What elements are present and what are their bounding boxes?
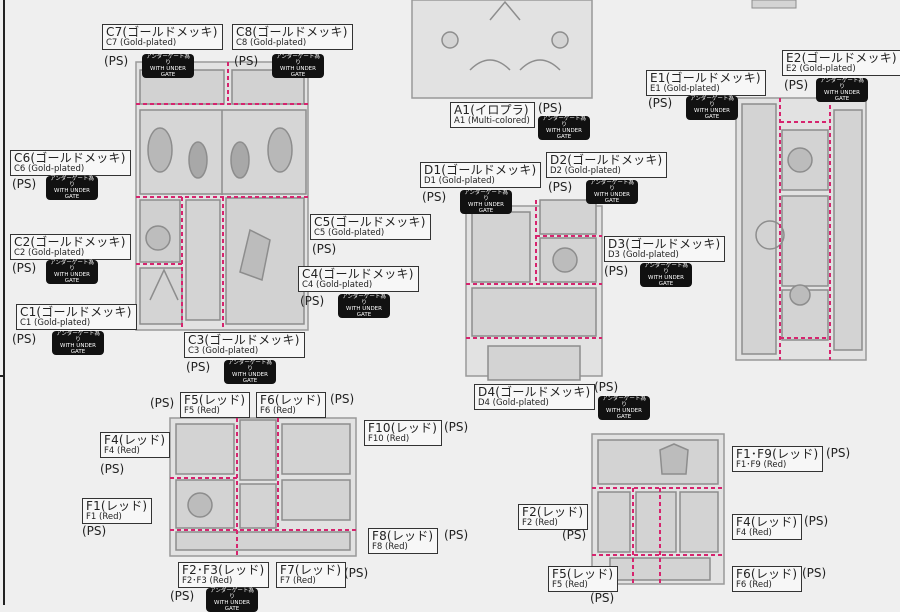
material-e2: (PS) [784, 78, 809, 92]
material-f2-right: (PS) [562, 528, 587, 542]
material-e1: (PS) [648, 96, 673, 110]
runner-a1 [411, 0, 593, 99]
material-c2: (PS) [12, 261, 37, 275]
label-f10: F10(レッド)F10 (Red) [364, 420, 443, 446]
label-d4: D4(ゴールドメッキ)D4 (Gold-plated) [474, 384, 596, 410]
material-d3: (PS) [604, 264, 629, 278]
label-f5: F5(レッド)F5 (Red) [180, 392, 251, 418]
material-c8: (PS) [234, 54, 259, 68]
label-f7: F7(レッド)F7 (Red) [276, 562, 347, 588]
label-f8: F8(レッド)F8 (Red) [368, 528, 439, 554]
material-f4-right: (PS) [804, 514, 829, 528]
label-c7: C7(ゴールドメッキ)C7 (Gold-plated) [102, 24, 223, 50]
material-f10: (PS) [444, 420, 469, 434]
label-f1-f9: F1･F9(レッド)F1･F9 (Red) [732, 446, 824, 472]
label-f4-right: F4(レッド)F4 (Red) [732, 514, 803, 540]
label-f2-f3: F2･F3(レッド)F2･F3 (Red) [178, 562, 270, 588]
material-f7: (PS) [344, 566, 369, 580]
material-c4: (PS) [300, 294, 325, 308]
material-d1: (PS) [422, 190, 447, 204]
runner-f-right [591, 433, 725, 585]
label-f6-right: F6(レッド)F6 (Red) [732, 566, 803, 592]
label-e2: E2(ゴールドメッキ)E2 (Gold-plated) [782, 50, 900, 76]
runner-f-left [169, 417, 357, 557]
label-c4: C4(ゴールドメッキ)C4 (Gold-plated) [298, 266, 419, 292]
label-d3: D3(ゴールドメッキ)D3 (Gold-plated) [604, 236, 726, 262]
label-f2-right: F2(レッド)F2 (Red) [518, 504, 589, 530]
label-a1: A1(イロプラ)A1 (Multi-colored) [450, 102, 535, 128]
material-f2-f3: (PS) [170, 589, 195, 603]
label-f6: F6(レッド)F6 (Red) [256, 392, 327, 418]
material-f5-right: (PS) [590, 591, 615, 605]
material-f5: (PS) [150, 396, 175, 410]
runner-e [735, 97, 867, 361]
label-f4: F4(レッド)F4 (Red) [100, 432, 171, 458]
material-d4: (PS) [594, 380, 619, 394]
material-c3: (PS) [186, 360, 211, 374]
label-c2: C2(ゴールドメッキ)C2 (Gold-plated) [10, 234, 131, 260]
material-f1-f9: (PS) [826, 446, 851, 460]
material-c1: (PS) [12, 332, 37, 346]
label-c3: C3(ゴールドメッキ)C3 (Gold-plated) [184, 332, 305, 358]
material-f4: (PS) [100, 462, 125, 476]
material-a1: (PS) [538, 101, 563, 115]
label-f1: F1(レッド)F1 (Red) [82, 498, 153, 524]
runner-d [465, 199, 603, 381]
label-c6: C6(ゴールドメッキ)C6 (Gold-plated) [10, 150, 131, 176]
material-f6: (PS) [330, 392, 355, 406]
material-c5: (PS) [312, 242, 337, 256]
material-f6-right: (PS) [802, 566, 827, 580]
material-c7: (PS) [104, 54, 129, 68]
label-d1: D1(ゴールドメッキ)D1 (Gold-plated) [420, 162, 542, 188]
label-c1: C1(ゴールドメッキ)C1 (Gold-plated) [16, 304, 137, 330]
material-f8: (PS) [444, 528, 469, 542]
label-e1: E1(ゴールドメッキ)E1 (Gold-plated) [646, 70, 766, 96]
material-f1: (PS) [82, 524, 107, 538]
label-c5: C5(ゴールドメッキ)C5 (Gold-plated) [310, 214, 431, 240]
label-f5-right: F5(レッド)F5 (Red) [548, 566, 619, 592]
label-c8: C8(ゴールドメッキ)C8 (Gold-plated) [232, 24, 353, 50]
material-d2: (PS) [548, 180, 573, 194]
material-c6: (PS) [12, 177, 37, 191]
label-d2: D2(ゴールドメッキ)D2 (Gold-plated) [546, 152, 668, 178]
